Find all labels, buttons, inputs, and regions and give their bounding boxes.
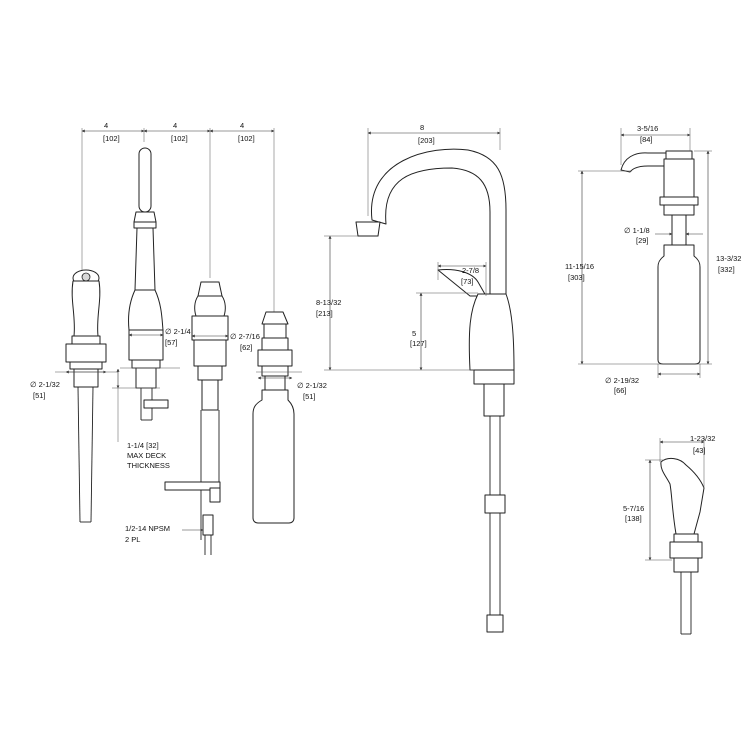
handle-height-label: 5: [412, 329, 416, 338]
npsm-line-1: 1/2-14 NPSM: [125, 524, 170, 533]
handle-dia-mm-label: [62]: [240, 343, 253, 352]
spacing-1-label: 4: [104, 121, 108, 130]
faucet-body-dia-mm-label: [57]: [165, 338, 178, 347]
soap-total-height-mm-label: [332]: [718, 265, 735, 274]
soap-bottle-dia-label: ∅ 2-19/32: [605, 376, 639, 385]
soap-dispenser-front-drawing: 3-5/16 [84] ∅ 1-1/8 [29] 11-15/16 [303] …: [565, 124, 741, 395]
soap-dispenser-side-drawing: ∅ 2-1/32 [51]: [252, 311, 327, 524]
handle-reach-label: 2-7/8: [462, 266, 479, 275]
handle-reach-mm-label: [73]: [461, 277, 474, 286]
soap-total-height-label: 13-3/32: [716, 254, 741, 263]
handle-valve-drawing: ∅ 2-7/16 [62] 1/2-14 NPSM 2 PL: [125, 281, 260, 555]
max-deck-line-3: THICKNESS: [127, 461, 170, 470]
pump-reach-label: 3-5/16: [637, 124, 658, 133]
spacing-1-mm-label: [102]: [103, 134, 120, 143]
soap-shank-dia-label: ∅ 2-1/32: [297, 381, 327, 390]
spout-height-mm-label: [213]: [316, 309, 333, 318]
side-sprayer-drawing: ∅ 2-1/32 [51]: [30, 269, 118, 523]
pump-stem-dia-label: ∅ 1-1/8: [624, 226, 650, 235]
soap-height-label: 11-15/16: [565, 262, 594, 271]
sprayer-shank-dia-mm-label: [51]: [33, 391, 46, 400]
spout-height-label: 8-13/32: [316, 298, 341, 307]
spacing-2-mm-label: [102]: [171, 134, 188, 143]
pump-reach-mm-label: [84]: [640, 135, 653, 144]
pump-stem-dia-mm-label: [29]: [636, 236, 649, 245]
sprayer-shank-dia-label: ∅ 2-1/32: [30, 380, 60, 389]
spout-reach-label: 8: [420, 123, 424, 132]
spacing-2-label: 4: [173, 121, 177, 130]
side-spray-front-drawing: 1-23/32 [43] 5-7/16 [138]: [623, 434, 715, 635]
soap-height-mm-label: [303]: [568, 273, 585, 282]
max-deck-line-1: 1-1/4 [32]: [127, 441, 159, 450]
gooseneck-faucet-drawing: 8 [203] 8-13/32 [213] 5 [127] 2-7/8 [73]: [316, 123, 515, 633]
handle-dia-label: ∅ 2-7/16: [230, 332, 260, 341]
faucet-body-dia-label: ∅ 2-1/4: [165, 327, 191, 336]
soap-bottle-dia-mm-label: [66]: [614, 386, 627, 395]
spacing-3-label: 4: [240, 121, 244, 130]
max-deck-line-2: MAX DECK: [127, 451, 166, 460]
soap-shank-dia-mm-label: [51]: [303, 392, 316, 401]
spout-reach-mm-label: [203]: [418, 136, 435, 145]
spray-height-mm-label: [138]: [625, 514, 642, 523]
handle-height-mm-label: [127]: [410, 339, 427, 348]
faucet-body-drawing: ∅ 2-1/4 [57] 1-1/4 [32] MAX DECK THICKNE…: [112, 147, 191, 470]
npsm-line-2: 2 PL: [125, 535, 140, 544]
spray-height-label: 5-7/16: [623, 504, 644, 513]
spray-width-label: 1-23/32: [690, 434, 715, 443]
spacing-dimensions: 4 [102] 4 [102] 4 [102]: [81, 121, 275, 312]
spacing-3-mm-label: [102]: [238, 134, 255, 143]
spray-width-mm-label: [43]: [693, 446, 706, 455]
